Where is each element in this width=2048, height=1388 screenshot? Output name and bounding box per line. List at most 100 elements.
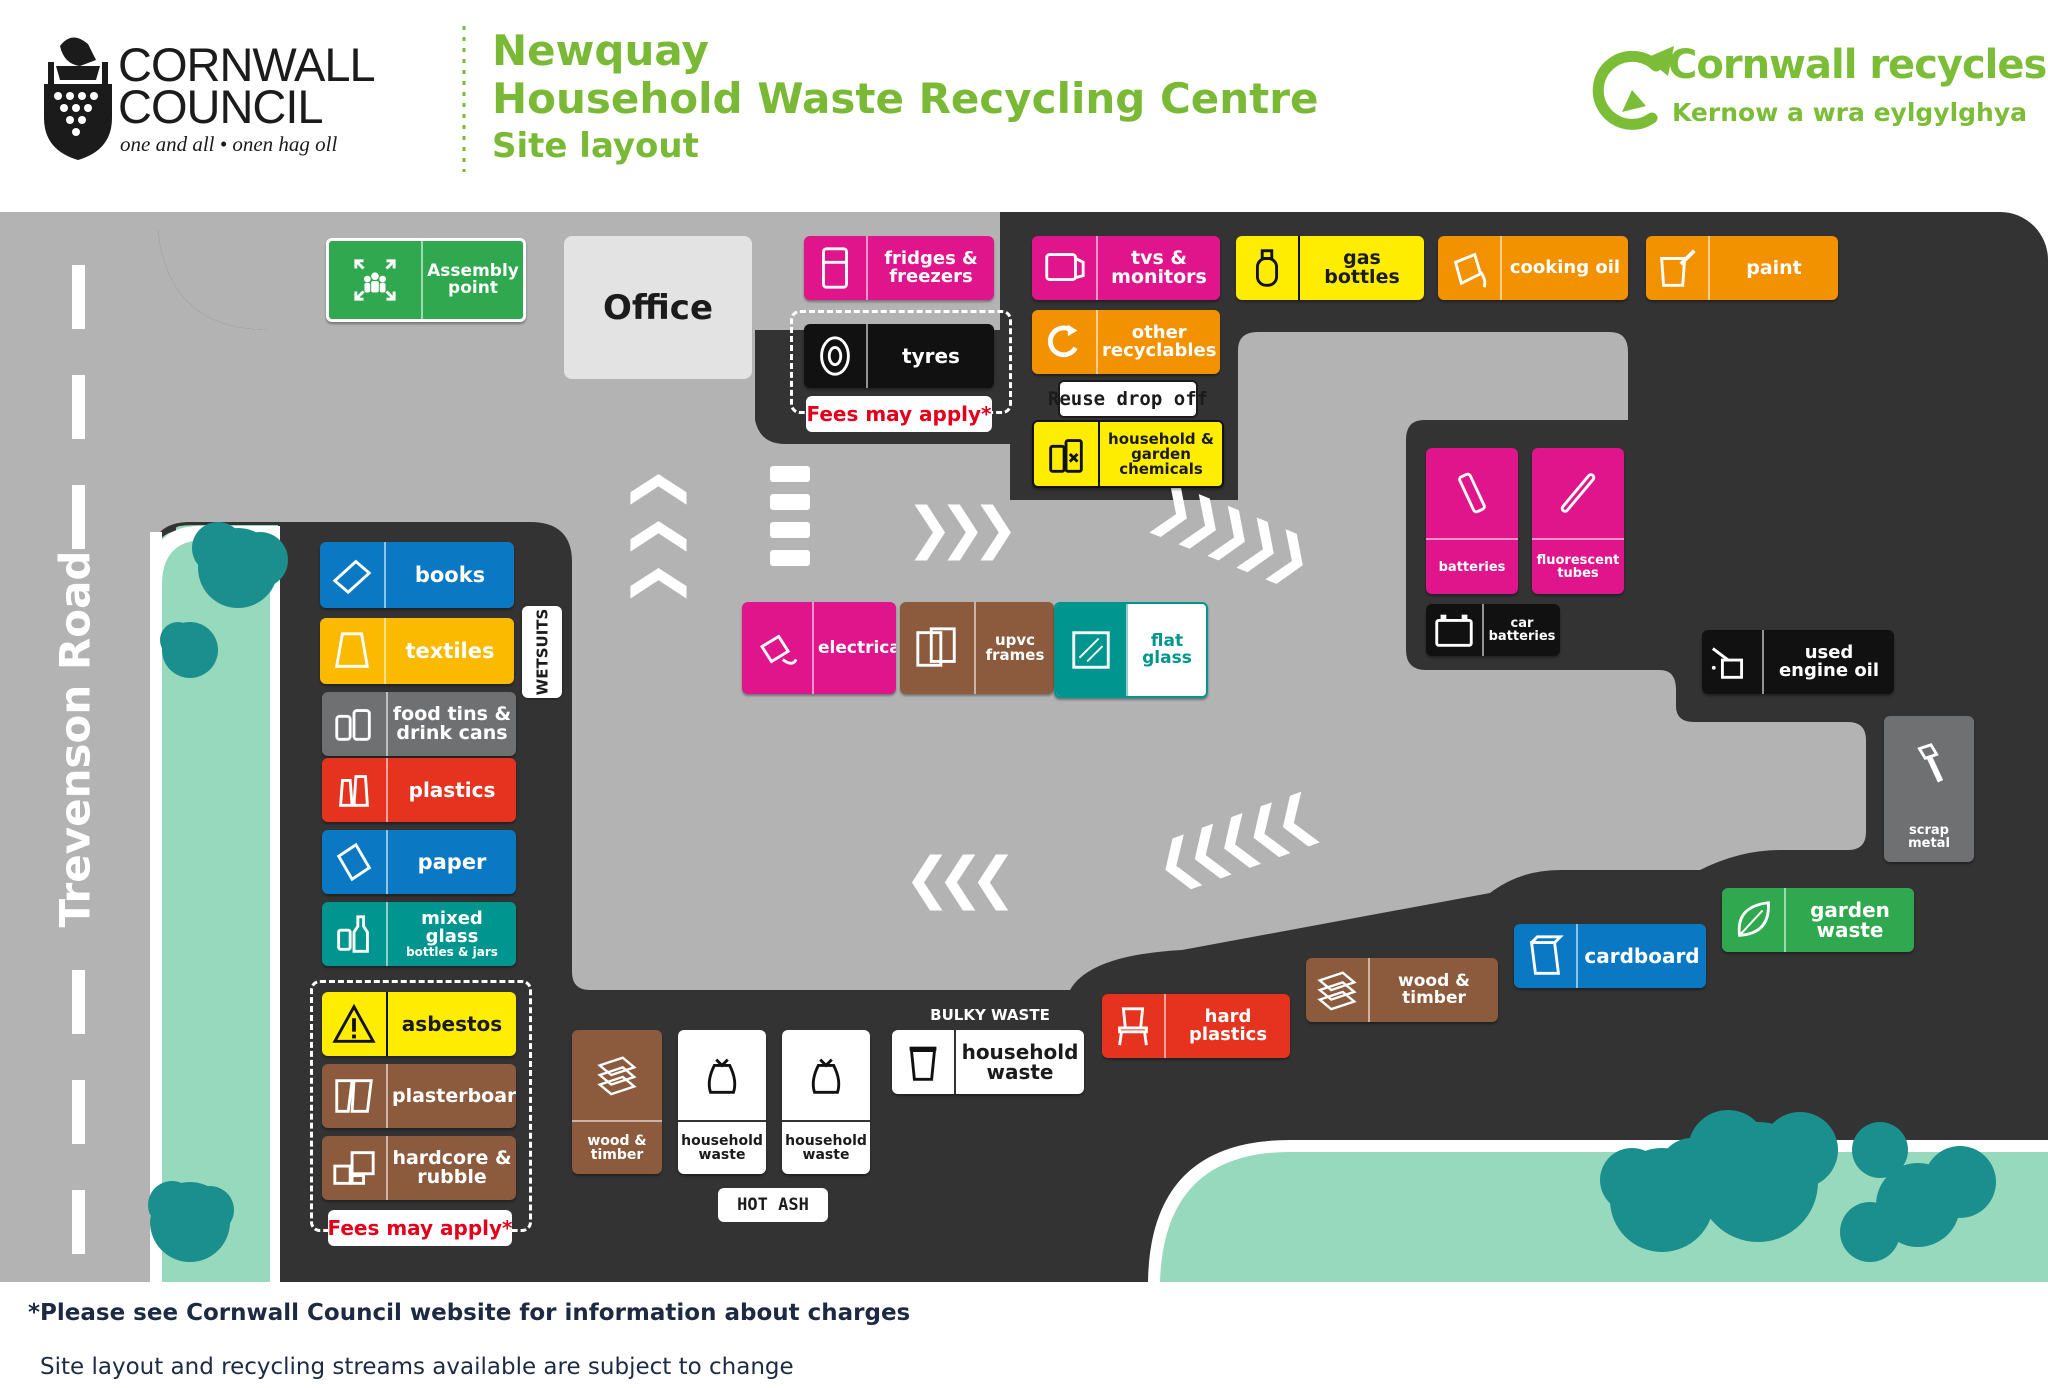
timber-icon xyxy=(1306,958,1370,1022)
electrical-label: electrical xyxy=(818,637,896,658)
council-name-line2: COUNCIL xyxy=(118,80,324,133)
gas-bottle-icon xyxy=(1236,236,1300,300)
bin-hard-plastics: hard plastics xyxy=(1102,994,1290,1058)
chemicals-label: household & garden chemicals xyxy=(1108,429,1214,478)
paint-tin-icon xyxy=(1646,236,1710,300)
household-waste-1-label: household waste xyxy=(681,1133,763,1163)
office-building: Office xyxy=(564,236,752,379)
bin-fridges-freezers: fridges & freezers xyxy=(804,236,994,300)
plastic-bottle-icon xyxy=(322,758,388,822)
timber-icon xyxy=(572,1030,662,1122)
glass-pane-icon xyxy=(1056,604,1128,696)
box-icon xyxy=(1514,924,1578,988)
council-motto: one and all • onen hag oll xyxy=(120,132,338,156)
oil-container-icon xyxy=(1438,236,1502,300)
wood-left-label: wood & timber xyxy=(587,1133,647,1163)
bin-books: books xyxy=(320,542,514,608)
grass-verge-right xyxy=(1156,1150,2048,1282)
tyres-label: tyres xyxy=(902,344,960,368)
bin-plastics: plastics xyxy=(322,758,516,822)
bin-tvs-monitors: tvs & monitors xyxy=(1032,236,1220,300)
bin-garden-waste: garden waste xyxy=(1722,888,1914,952)
bin-household-waste-1: household waste xyxy=(678,1030,766,1174)
bin-food-tins-drink-cans: food tins & drink cans xyxy=(322,692,516,756)
bin-cooking-oil: cooking oil xyxy=(1438,236,1628,300)
cooking-oil-label: cooking oil xyxy=(1509,257,1621,278)
bin-upvc-frames: upvc frames xyxy=(900,602,1054,694)
rubbish-bag-icon xyxy=(678,1030,766,1122)
fees-may-apply-left: Fees may apply* xyxy=(327,1210,513,1246)
page-title-town: Newquay xyxy=(492,26,709,75)
trees xyxy=(148,522,1996,1262)
household-waste-2-label: household waste xyxy=(785,1133,867,1163)
bin-gas-bottles: gas bottles xyxy=(1236,236,1424,300)
road-name: Trevenson Road xyxy=(50,550,100,928)
fridges-label: fridges & freezers xyxy=(884,248,978,287)
bin-household-garden-chemicals: household & garden chemicals xyxy=(1032,420,1224,488)
textiles-label: textiles xyxy=(405,638,495,663)
bin-flat-glass: flat glass xyxy=(1054,602,1208,698)
bin-scrap-metal: scrap metal xyxy=(1884,716,1974,862)
fees-may-apply-top: Fees may apply* xyxy=(806,396,992,432)
cardboard-label: cardboard xyxy=(1584,944,1700,968)
books-label: books xyxy=(414,562,486,587)
assembly-point-label: Assembly point xyxy=(427,261,519,298)
other-recyclables-label: other recyclables xyxy=(1102,322,1217,361)
upvc-label: upvc frames xyxy=(985,631,1045,664)
mixed-glass-title: mixed glass xyxy=(421,908,483,947)
bin-other-recyclables: other recyclables xyxy=(1032,310,1220,374)
mixed-glass-label: mixed glass bottles & jars xyxy=(388,902,516,966)
rubbish-bag-icon xyxy=(782,1030,870,1122)
direction-arrows-right: ❯❯❯ xyxy=(906,496,1019,561)
fridge-icon xyxy=(804,236,868,300)
scrap-metal-label: scrap metal xyxy=(1908,823,1950,851)
entry-road xyxy=(0,212,1866,1282)
footnote-charges: *Please see Cornwall Council website for… xyxy=(28,1300,911,1326)
window-frame-icon xyxy=(900,602,976,694)
council-name: CORNWALL COUNCIL xyxy=(118,41,376,133)
bin-hardcore-rubble: hardcore & rubble xyxy=(322,1136,516,1200)
rubble-icon xyxy=(322,1136,388,1200)
warning-icon xyxy=(322,992,388,1056)
bin-cardboard: cardboard xyxy=(1514,924,1706,988)
engine-oil-label: used engine oil xyxy=(1778,642,1880,681)
mixed-glass-sub: bottles & jars xyxy=(406,945,498,959)
pedestrian-crossing xyxy=(770,466,810,566)
council-crest-logo xyxy=(44,37,112,160)
bin-paint: paint xyxy=(1646,236,1838,300)
flat-glass-label: flat glass xyxy=(1142,631,1192,668)
recycle-arrow-icon xyxy=(1032,310,1098,374)
brand-subtitle: Kernow a wra eylgylghya xyxy=(1672,98,2028,127)
chemical-bottles-icon xyxy=(1034,422,1100,486)
tube-icon xyxy=(1532,448,1624,540)
bin-electrical: electrical xyxy=(742,602,896,694)
glass-bottle-icon xyxy=(322,902,388,966)
plug-icon xyxy=(742,602,814,694)
bolt-icon xyxy=(1884,716,1974,812)
bin-bulky-household-waste: household waste xyxy=(892,1030,1084,1094)
wheelie-bin-icon xyxy=(892,1030,956,1094)
hard-plastics-label: hard plastics xyxy=(1188,1006,1268,1045)
bin-paper: paper xyxy=(322,830,516,894)
paint-label: paint xyxy=(1746,256,1802,279)
battery-icon xyxy=(1426,448,1518,540)
bin-used-engine-oil: used engine oil xyxy=(1702,630,1894,694)
can-icon xyxy=(322,692,388,756)
asbestos-label: asbestos xyxy=(401,1012,503,1036)
assembly-point-icon xyxy=(329,241,423,319)
brand-title: Cornwall recycles xyxy=(1668,42,2047,88)
fluorescent-tubes-label: fluorescent tubes xyxy=(1536,553,1620,581)
grass-verge-left xyxy=(154,530,212,1282)
cans-label: food tins & drink cans xyxy=(392,703,512,744)
cornwall-recycles-logo xyxy=(1592,50,1662,130)
direction-arrows-up: ❯❯❯ xyxy=(622,466,687,607)
bin-mixed-glass: mixed glass bottles & jars xyxy=(322,902,516,966)
book-icon xyxy=(320,542,386,608)
plastics-label: plastics xyxy=(408,778,496,802)
bin-fluorescent-tubes: fluorescent tubes xyxy=(1532,448,1624,594)
footnote-subject-to-change: Site layout and recycling streams availa… xyxy=(40,1354,794,1380)
paper-label: paper xyxy=(417,849,487,874)
hot-ash-sign: HOT ASH xyxy=(718,1188,828,1222)
direction-arrows-left: ❮❮❮ xyxy=(904,846,1017,911)
